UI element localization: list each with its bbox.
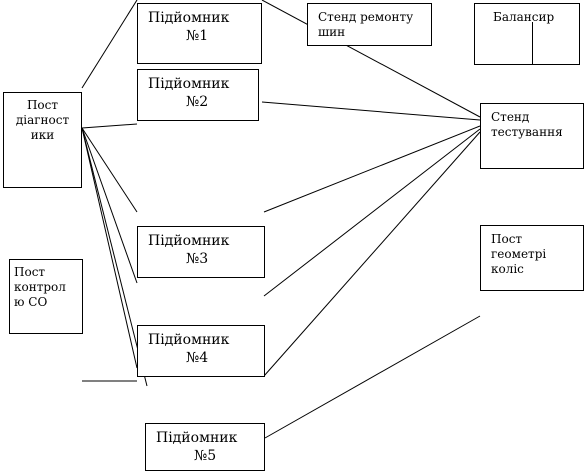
wheel-geometry-post-box: Пост геометрі коліс bbox=[480, 225, 584, 291]
diagnostics-post-label: Пост діагност ики bbox=[15, 98, 70, 142]
lift-4-label: Підйомник bbox=[148, 332, 230, 348]
co-control-post-box: Пост контрол ю СО bbox=[9, 259, 83, 334]
lift-5-label: Підйомник bbox=[156, 430, 238, 446]
balancer-inner-line bbox=[532, 22, 533, 64]
edge-lift3-test-stand-b bbox=[263, 128, 481, 297]
wheel-geometry-post-label: Пост геометрі коліс bbox=[491, 232, 547, 276]
edge-lift3-test-stand-a bbox=[263, 125, 481, 213]
lift-3-label: Підйомник bbox=[148, 233, 230, 249]
co-control-post-label: Пост контрол ю СО bbox=[14, 265, 66, 309]
lift-5-box: Підйомник №5 bbox=[145, 423, 265, 471]
edge-lift1-test-stand bbox=[261, 0, 481, 118]
balancer-label: Балансир bbox=[493, 10, 555, 24]
test-stand-label: Стенд тестування bbox=[491, 110, 563, 139]
edge-diagnostics-lift5 bbox=[81, 127, 148, 387]
edge-diagnostics-lift1 bbox=[81, 0, 138, 89]
test-stand-box: Стенд тестування bbox=[480, 103, 584, 169]
lift-1-label: Підйомник bbox=[148, 10, 230, 26]
edge-diagnostics-lift3a bbox=[81, 127, 138, 213]
lift-2-box: Підйомник №2 bbox=[137, 69, 259, 121]
edge-lift5-wheel-geometry bbox=[264, 315, 481, 439]
edge-diagnostics-lift4 bbox=[81, 127, 138, 369]
lift-1-number: №1 bbox=[186, 28, 209, 44]
lift-2-label: Підйомник bbox=[148, 76, 230, 92]
lift-1-box: Підйомник №1 bbox=[137, 3, 262, 64]
lift-4-box: Підйомник №4 bbox=[137, 325, 265, 377]
tire-repair-stand-box: Стенд ремонту шин bbox=[307, 3, 432, 46]
lift-4-number: №4 bbox=[186, 350, 209, 366]
edge-lift2-test-stand bbox=[261, 101, 481, 121]
lift-2-number: №2 bbox=[186, 94, 209, 110]
balancer-box: Балансир bbox=[474, 3, 580, 65]
lift-5-number: №5 bbox=[194, 448, 217, 464]
lift-3-number: №3 bbox=[186, 251, 209, 267]
edge-diagnostics-lift2 bbox=[81, 123, 138, 129]
edge-diagnostics-lift3b bbox=[81, 127, 138, 284]
edge-lift4-test-stand bbox=[263, 131, 481, 377]
tire-repair-stand-label: Стенд ремонту шин bbox=[318, 10, 414, 39]
diagnostics-post-box: Пост діагност ики bbox=[3, 92, 82, 188]
lift-3-box: Підйомник №3 bbox=[137, 226, 265, 278]
